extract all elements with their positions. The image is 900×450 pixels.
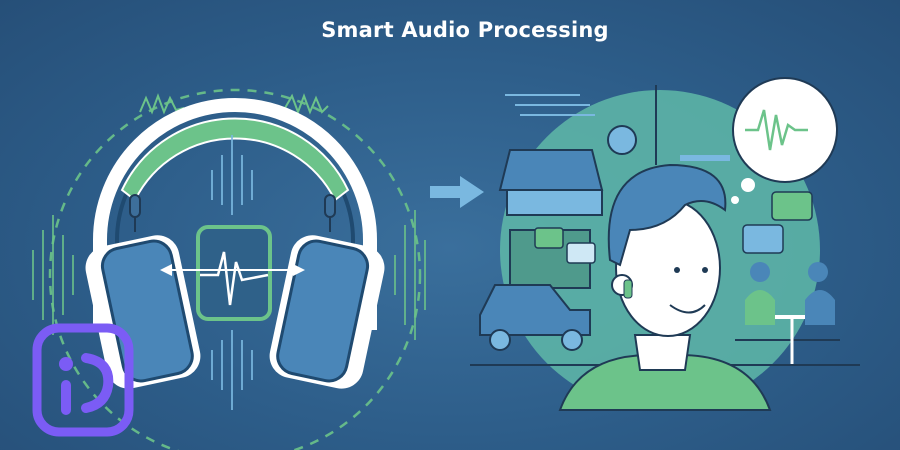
speech-bubble-icon — [534, 77, 838, 264]
logo-icon — [32, 323, 134, 437]
waveform-icon — [211, 135, 253, 410]
person-icon — [558, 163, 772, 411]
cafe-table — [735, 262, 840, 365]
microphone-icon — [129, 194, 336, 232]
chip-icon — [160, 225, 305, 321]
arrow-right-icon — [430, 176, 484, 208]
side-waveforms — [32, 210, 426, 340]
car-icon — [479, 284, 591, 351]
page-title: Smart Audio Processing — [321, 18, 609, 42]
wind-icon — [505, 94, 595, 116]
